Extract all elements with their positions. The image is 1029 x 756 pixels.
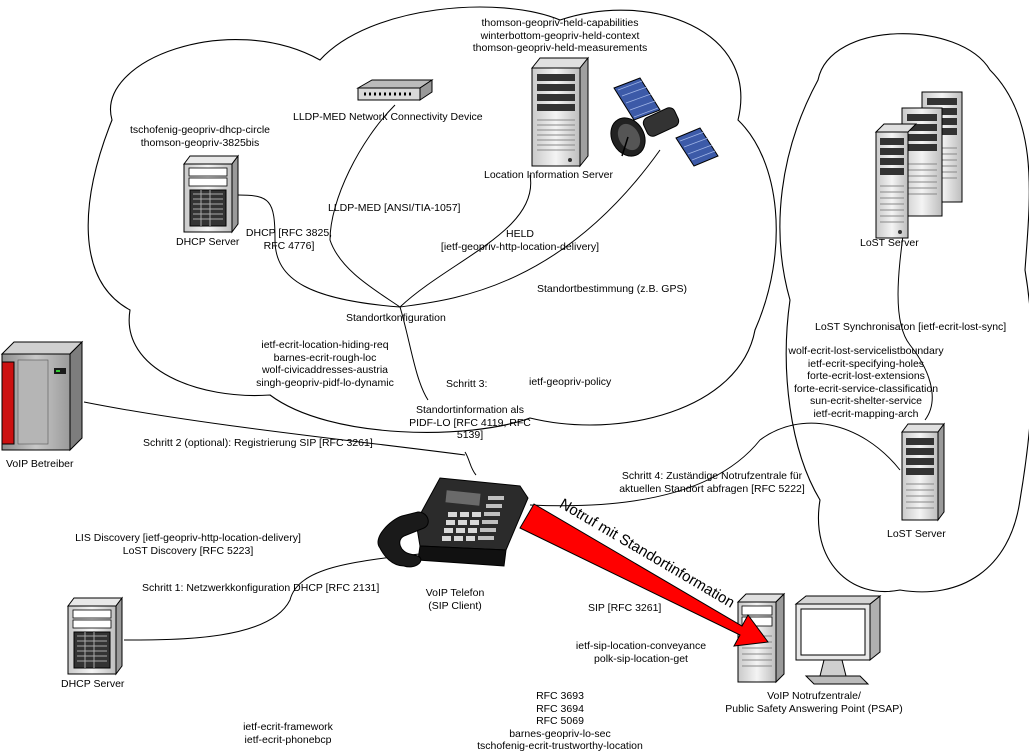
location-drafts-label: ietf-ecrit-location-hiding-req barnes-ec… [256,339,394,389]
held-drafts-label: thomson-geopriv-held-capabilities winter… [472,17,648,55]
schritt3-label: Standortinformation als PIDF-LO [RFC 411… [409,404,531,442]
lost-drafts-label: wolf-ecrit-lost-servicelistboundary ietf… [788,345,944,420]
schritt1-label: Schritt 1: Netzwerkkonfiguration DHCP [R… [142,582,380,594]
sip-drafts-label: ietf-sip-location-conveyance polk-sip-lo… [575,640,707,665]
network-switch-icon [356,79,434,101]
schritt4-label: Schritt 4: Zuständige Notrufzentrale für… [619,470,805,495]
psap-monitor-icon [794,594,882,685]
voip-operator-icon [0,340,84,452]
dhcp-server-bottom-icon [67,596,123,676]
lldp-med-label: LLDP-MED [ANSI/TIA-1057] [328,202,461,214]
dhcp-server-bottom-label: DHCP Server [61,678,125,690]
voip-phone-icon [377,477,529,568]
policy-label: ietf-geopriv-policy [529,376,612,388]
schritt2-label: Schritt 2 (optional): Registrierung SIP … [143,437,373,449]
sip-label: SIP [RFC 3261] [588,602,662,614]
lost-server-top-label: LoST Server [860,237,919,249]
lost-cloud [779,33,1029,593]
lost-server-bottom-icon [901,422,945,522]
satellite-icon [610,77,719,167]
held-label: HELD [ietf-geopriv-http-location-deliver… [440,228,600,253]
lost-server-cluster-icon [874,91,963,239]
psap-label: VoIP Notrufzentrale/ Public Safety Answe… [725,690,903,715]
lost-server-bottom-label: LoST Server [887,528,946,540]
framework-label: ietf-ecrit-framework ietf-ecrit-phonebcp [243,721,333,746]
dhcp-server-top-label: DHCP Server [176,236,240,248]
rfc-list-label: RFC 3693 RFC 3694 RFC 5069 barnes-geopri… [477,690,643,753]
lldp-device-label: LLDP-MED Network Connectivity Device [293,111,483,123]
network-cloud [87,6,777,433]
dhcp-rfc-label: DHCP [RFC 3825, RFC 4776] [245,227,333,252]
dhcp-server-icon [183,154,239,234]
voip-betreiber-label: VoIP Betreiber [6,458,74,470]
emergency-call-arrow [519,503,769,647]
schritt3-title-label: Schritt 3: [446,378,488,390]
voip-telefon-label: VoIP Telefon (SIP Client) [425,587,485,612]
dhcp-drafts-label: tschofenig-geopriv-dhcp-circle thomson-g… [129,124,271,149]
connection-lines [83,104,933,641]
lost-sync-label: LoST Synchronisaton [ietf-ecrit-lost-syn… [815,321,1007,333]
standortkonfiguration-label: Standortkonfiguration [346,312,446,324]
lis-discovery-label: LIS Discovery [ietf-geopriv-http-locatio… [75,532,301,557]
location-server-icon [530,56,590,168]
standortbestimmung-label: Standortbestimmung (z.B. GPS) [537,283,687,295]
lis-label: Location Information Server [484,169,613,181]
